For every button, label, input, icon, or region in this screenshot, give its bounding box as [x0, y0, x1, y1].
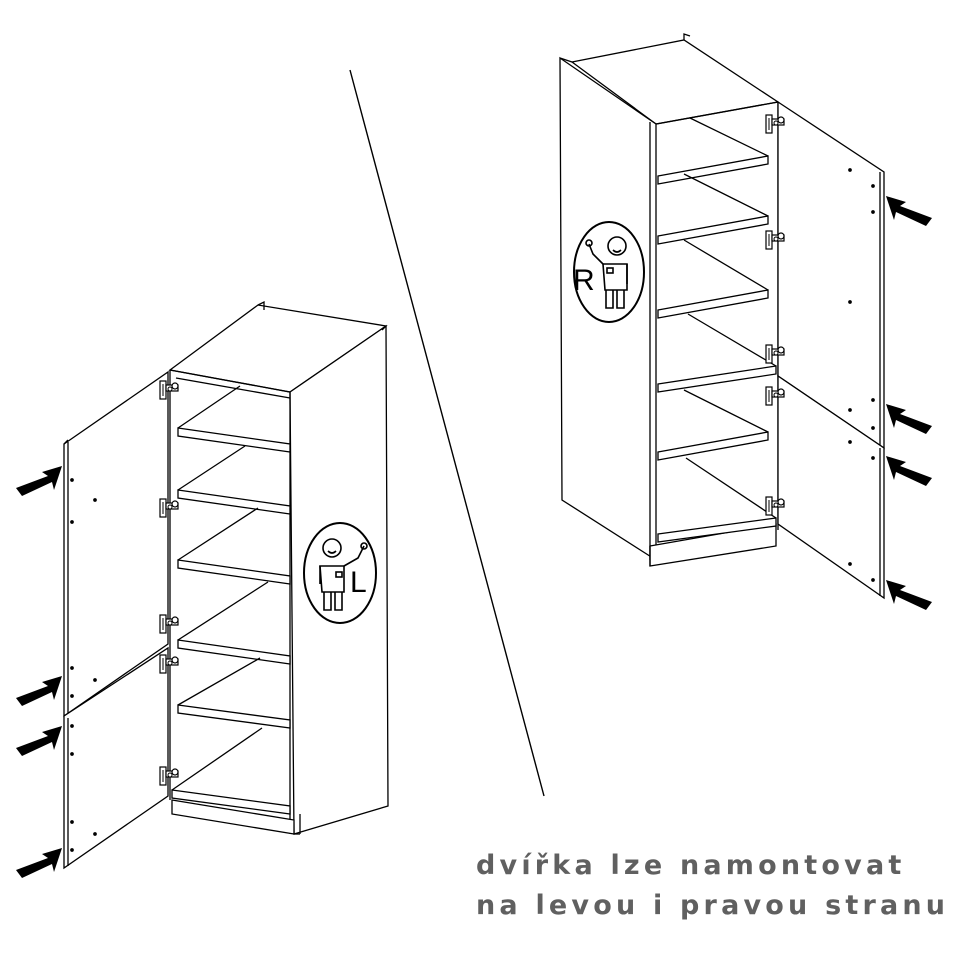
arrow-icon	[16, 466, 62, 496]
right-shelves	[657, 117, 777, 543]
divider-line	[349, 69, 545, 797]
left-lower-door	[63, 646, 169, 870]
caption-line-1: dvířka lze namontovat	[476, 850, 906, 881]
arrow-icon	[16, 676, 62, 706]
arrow-icon	[886, 456, 932, 486]
arrow-icon	[886, 196, 932, 226]
right-arrows	[886, 196, 932, 610]
arrow-icon	[886, 404, 932, 434]
arrow-icon	[16, 726, 62, 756]
left-arrows	[16, 466, 62, 878]
right-lower-door	[777, 374, 885, 600]
arrow-icon	[886, 580, 932, 610]
left-upper-door	[63, 370, 169, 718]
right-cabinet	[559, 33, 885, 600]
arrow-icon	[16, 848, 62, 878]
left-shelves	[171, 385, 291, 815]
caption-line-2: na levou i pravou stranu	[476, 890, 950, 921]
left-badge-letter: L	[350, 566, 367, 599]
left-orientation-badge: L	[303, 522, 377, 624]
caption: dvířka lze namontovat na levou i pravou …	[476, 846, 946, 926]
right-badge-letter: R	[573, 264, 595, 297]
right-orientation-badge: R	[573, 221, 645, 323]
